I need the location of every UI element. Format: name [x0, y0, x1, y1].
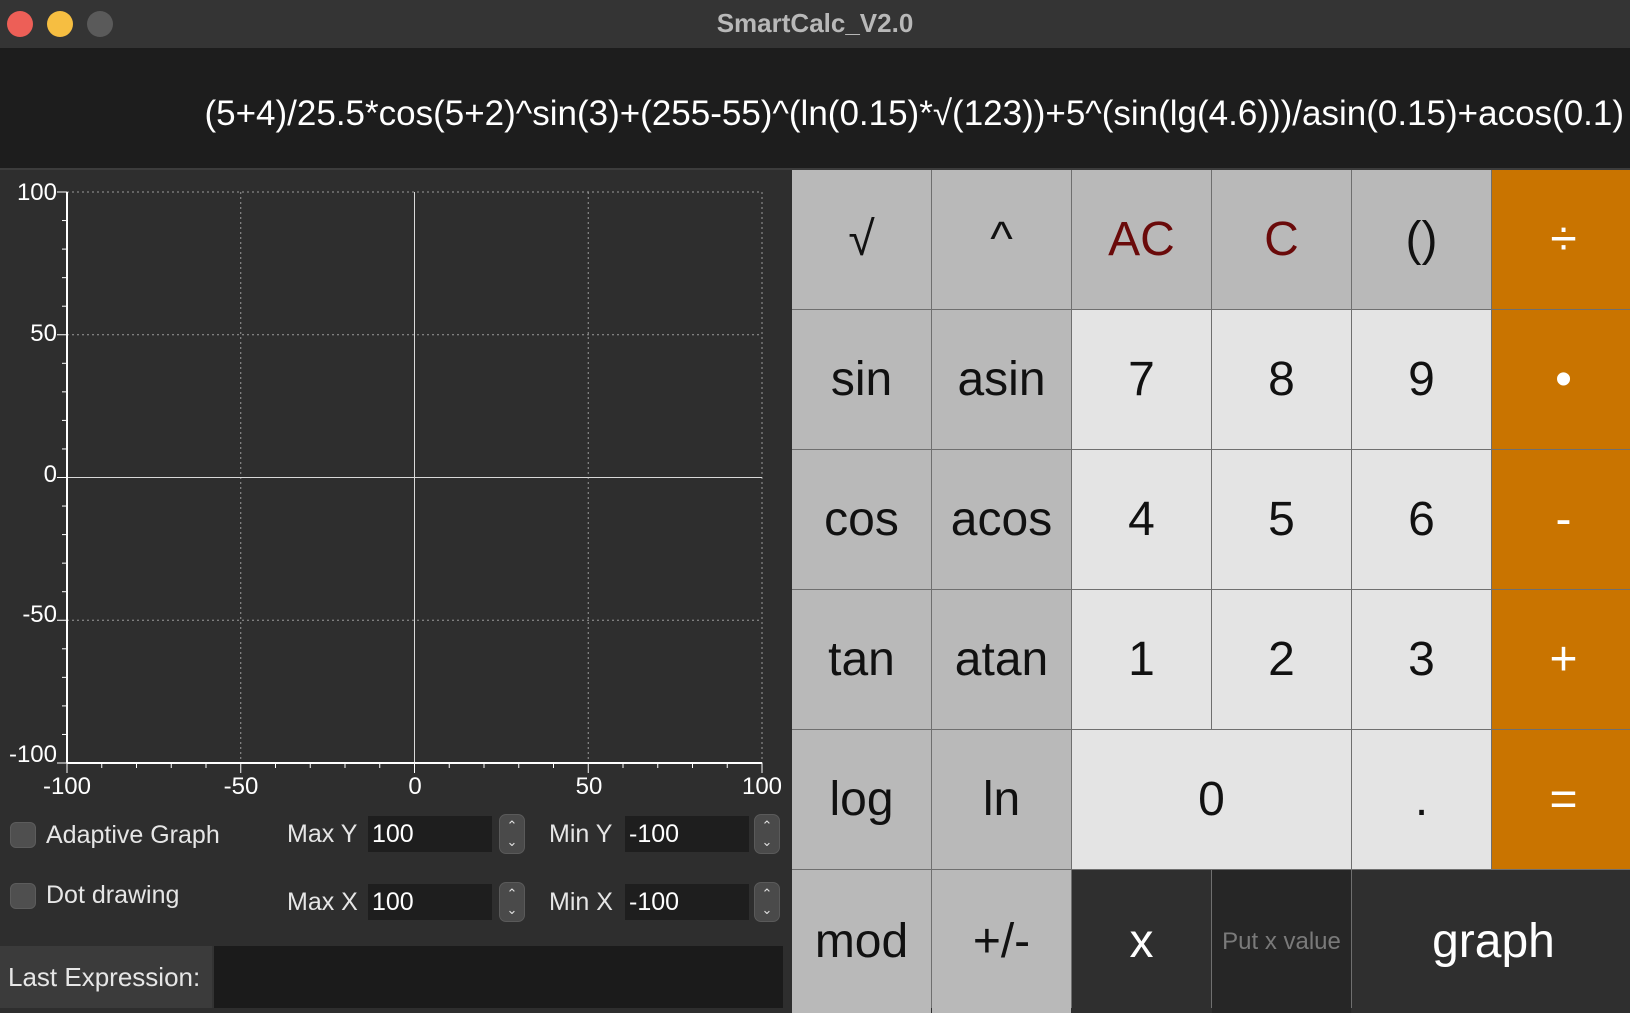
tan-button[interactable]: tan — [792, 590, 931, 729]
decimal-point-button[interactable]: . — [1352, 730, 1491, 869]
add-button[interactable]: + — [1492, 590, 1630, 729]
dot-drawing-label: Dot drawing — [46, 881, 180, 909]
max-y-input[interactable] — [368, 816, 492, 852]
chevron-up-icon[interactable]: ⌃ — [761, 818, 773, 833]
ln-button[interactable]: ln — [932, 730, 1071, 869]
x-tick-label: -50 — [224, 773, 259, 800]
y-tick-label: 100 — [17, 179, 57, 206]
chevron-up-icon[interactable]: ⌃ — [761, 886, 773, 901]
min-x-input[interactable] — [625, 884, 749, 920]
zoom-window-button[interactable] — [87, 11, 113, 37]
close-window-button[interactable] — [7, 11, 33, 37]
log-button[interactable]: log — [792, 730, 931, 869]
min-y-input[interactable] — [625, 816, 749, 852]
min-y-stepper[interactable]: ⌃⌄ — [754, 814, 780, 854]
expression-display[interactable]: (5+4)/25.5*cos(5+2)^sin(3)+(255-55)^(ln(… — [0, 50, 1630, 170]
digit-7-button[interactable]: 7 — [1072, 310, 1211, 449]
acos-button[interactable]: acos — [932, 450, 1071, 589]
atan-button[interactable]: atan — [932, 590, 1071, 729]
digit-5-button[interactable]: 5 — [1212, 450, 1351, 589]
chevron-down-icon[interactable]: ⌄ — [761, 834, 773, 849]
negate-button[interactable]: +/- — [932, 870, 1071, 1013]
chevron-down-icon[interactable]: ⌄ — [506, 834, 518, 849]
x-tick-label: 100 — [742, 773, 782, 800]
digit-6-button[interactable]: 6 — [1352, 450, 1491, 589]
digit-4-button[interactable]: 4 — [1072, 450, 1211, 589]
mod-button[interactable]: mod — [792, 870, 931, 1013]
graph-button[interactable]: graph — [1352, 870, 1630, 1013]
divide-button[interactable]: ÷ — [1492, 170, 1630, 309]
title-bar: SmartCalc_V2.0 — [0, 0, 1630, 50]
all-clear-button[interactable]: AC — [1072, 170, 1211, 309]
x-tick-label: -100 — [43, 773, 91, 800]
y-tick-label: 0 — [44, 461, 57, 488]
min-x-stepper[interactable]: ⌃⌄ — [754, 882, 780, 922]
x-variable-button[interactable]: x — [1072, 870, 1211, 1013]
digit-2-button[interactable]: 2 — [1212, 590, 1351, 729]
cos-button[interactable]: cos — [792, 450, 931, 589]
digit-0-button[interactable]: 0 — [1072, 730, 1351, 869]
keypad: √ ^ AC C () ÷ sin asin 7 8 9 • cos acos … — [792, 170, 1630, 1013]
digit-9-button[interactable]: 9 — [1352, 310, 1491, 449]
dot-drawing-checkbox[interactable] — [10, 883, 36, 909]
last-expression-label: Last Expression: — [0, 946, 212, 1008]
max-y-label: Max Y — [287, 820, 358, 848]
expression-text: (5+4)/25.5*cos(5+2)^sin(3)+(255-55)^(ln(… — [204, 94, 1625, 133]
sin-button[interactable]: sin — [792, 310, 931, 449]
max-x-input[interactable] — [368, 884, 492, 920]
power-button[interactable]: ^ — [932, 170, 1071, 309]
min-y-label: Min Y — [549, 820, 613, 848]
y-tick-label: -100 — [9, 741, 57, 768]
equals-button[interactable]: = — [1492, 730, 1630, 869]
digit-1-button[interactable]: 1 — [1072, 590, 1211, 729]
minimize-window-button[interactable] — [47, 11, 73, 37]
max-x-label: Max X — [287, 888, 358, 916]
max-y-stepper[interactable]: ⌃⌄ — [499, 814, 525, 854]
digit-8-button[interactable]: 8 — [1212, 310, 1351, 449]
adaptive-graph-checkbox[interactable] — [10, 822, 36, 848]
chevron-down-icon[interactable]: ⌄ — [761, 902, 773, 917]
y-tick-label: -50 — [22, 601, 57, 628]
graph-panel: 100 50 0 -50 -100 -100 -50 0 50 100 Adap… — [0, 170, 792, 1008]
x-value-input[interactable] — [1212, 870, 1351, 1013]
multiply-button[interactable]: • — [1492, 310, 1630, 449]
max-x-stepper[interactable]: ⌃⌄ — [499, 882, 525, 922]
chevron-down-icon[interactable]: ⌄ — [506, 902, 518, 917]
parentheses-button[interactable]: () — [1352, 170, 1491, 309]
digit-3-button[interactable]: 3 — [1352, 590, 1491, 729]
chevron-up-icon[interactable]: ⌃ — [506, 818, 518, 833]
x-tick-label: 0 — [408, 773, 421, 800]
adaptive-graph-label: Adaptive Graph — [46, 821, 220, 849]
sqrt-button[interactable]: √ — [792, 170, 931, 309]
asin-button[interactable]: asin — [932, 310, 1071, 449]
graph-plot[interactable]: 100 50 0 -50 -100 -100 -50 0 50 100 — [0, 170, 792, 810]
window-title: SmartCalc_V2.0 — [716, 8, 914, 38]
chevron-up-icon[interactable]: ⌃ — [506, 886, 518, 901]
subtract-button[interactable]: - — [1492, 450, 1630, 589]
min-x-label: Min X — [549, 888, 613, 916]
last-expression-field[interactable] — [214, 946, 783, 1008]
last-expression-bar: Last Expression: — [0, 946, 783, 1008]
x-tick-label: 50 — [576, 773, 603, 800]
clear-button[interactable]: C — [1212, 170, 1351, 309]
y-tick-label: 50 — [30, 320, 57, 347]
